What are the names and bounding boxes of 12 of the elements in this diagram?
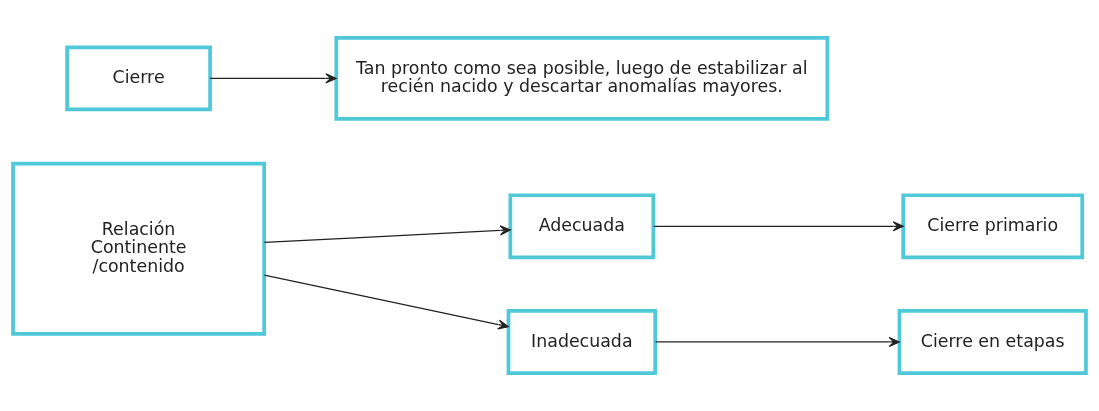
node-box: Inadecuada [506, 309, 658, 375]
node-box: Cierre en etapas [897, 309, 1088, 375]
node-box: Cierre [65, 45, 212, 112]
node-box: Relación Continente /contenido [11, 161, 267, 336]
arrow [263, 225, 511, 243]
arrow [263, 274, 509, 330]
node-box: Tan pronto como sea posible, luego de estabilizar al recién nacido y descartar anomalías mayores. [334, 36, 830, 121]
arrow [209, 73, 337, 84]
arrow [653, 221, 904, 232]
node-box: Adecuada [508, 193, 656, 260]
node-box: Cierre primario [901, 193, 1085, 260]
arrow [655, 336, 900, 348]
